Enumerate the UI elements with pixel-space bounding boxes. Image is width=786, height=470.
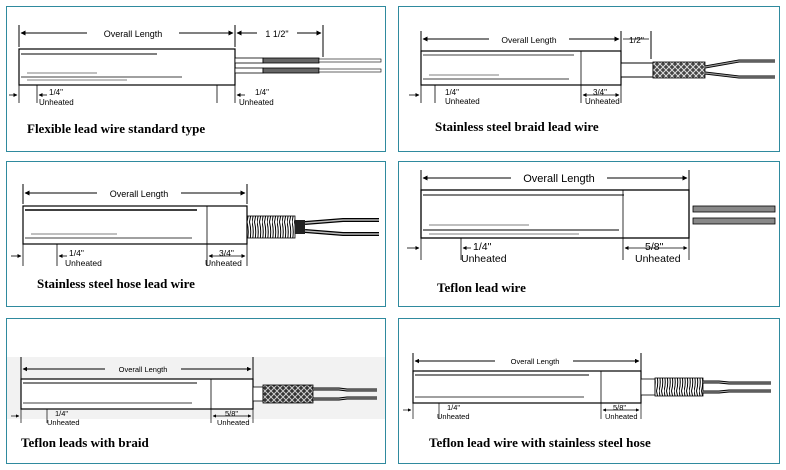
panel-teflon-braid: Overall Length 1/4" Unheated 5/8" Unheat… [6,318,386,464]
left-unheated-label: Unheated [65,258,102,268]
left-unheated-label: Unheated [47,418,80,427]
right-unheated-label: Unheated [635,253,681,265]
left-unheated-label: Unheated [445,97,480,106]
left-dim-label: 1/4" [473,241,492,253]
heater-body [420,189,690,239]
heater-body [18,48,236,86]
right-unheated-label: Unheated [605,412,638,421]
overall-length-label: Overall Length [110,189,169,199]
panel-stainless-hose: Overall Length 1/4" Unheated 3/4" Unheat… [6,161,386,307]
right-dim-label: 3/4" [593,88,607,97]
panel-teflon-lead-wire: Overall Length 1/4" Unheated 5/8" Unheat… [398,161,780,307]
lead-wire [262,67,320,74]
extra-length-label: 1/2" [629,35,644,45]
diagram-flexible-lead-wire: Overall Length 1 1/2" 1/4" Unheated 1/4"… [9,25,382,107]
right-dim-label: 3/4" [219,248,234,258]
right-dim-label: 1/4" [255,88,269,97]
left-unheated-label: Unheated [461,253,507,265]
panel-caption: Stainless steel hose lead wire [37,276,195,291]
overall-length-label: Overall Length [104,29,163,39]
diagram-stainless-hose: Overall Length 1/4" Unheated 3/4" Unheat… [11,184,379,268]
right-dim-label: 5/8" [613,403,626,412]
panel-caption: Teflon lead wire [437,280,526,295]
braid-sleeve [652,61,706,79]
right-unheated-label: Unheated [239,98,274,107]
right-unheated-label: Unheated [585,97,620,106]
heater-body [412,370,642,404]
diagram-teflon-hose: Overall Length 1/4" Unheated 5/8" Unheat… [403,353,771,421]
extra-length-label: 1 1/2" [265,29,288,39]
heater-body [20,378,254,410]
panel-stainless-braid: Overall Length 1/2" 1/4" Unheated 3/4" U… [398,6,780,152]
right-unheated-label: Unheated [205,258,242,268]
diagram-teflon-lead-wire: Overall Length 1/4" Unheated 5/8" Unheat… [407,170,776,265]
overall-length-label: Overall Length [119,365,168,374]
left-dim-label: 1/4" [49,88,63,97]
right-unheated-label: Unheated [217,418,250,427]
right-dim-label: 5/8" [645,241,664,253]
left-dim-label: 1/4" [69,248,84,258]
panel-caption: Teflon leads with braid [21,435,149,450]
diagram-stainless-braid: Overall Length 1/2" 1/4" Unheated 3/4" U… [409,31,775,106]
hose-sleeve [246,215,296,239]
braid-sleeve [262,384,314,404]
left-dim-label: 1/4" [447,403,460,412]
diagram-teflon-braid: Overall Length 1/4" Unheated 5/8" Unheat… [7,357,385,427]
panel-caption: Stainless steel braid lead wire [435,119,599,134]
right-dim-label: 5/8" [225,409,238,418]
left-dim-label: 1/4" [55,409,68,418]
panel-caption: Flexible lead wire standard type [27,121,206,136]
lead-wire [692,217,776,225]
heater-body [420,50,622,86]
hose-sleeve [654,377,704,397]
lead-wire [692,205,776,213]
panel-teflon-hose: Overall Length 1/4" Unheated 5/8" Unheat… [398,318,780,464]
panel-flexible-lead-wire: Overall Length 1 1/2" 1/4" Unheated 1/4"… [6,6,386,152]
left-unheated-label: Unheated [437,412,470,421]
left-unheated-label: Unheated [39,98,74,107]
panel-caption: Teflon lead wire with stainless steel ho… [429,435,651,450]
lead-wire [262,57,320,64]
overall-length-label: Overall Length [523,173,595,185]
overall-length-label: Overall Length [501,35,557,45]
left-dim-label: 1/4" [445,88,459,97]
overall-length-label: Overall Length [511,357,560,366]
